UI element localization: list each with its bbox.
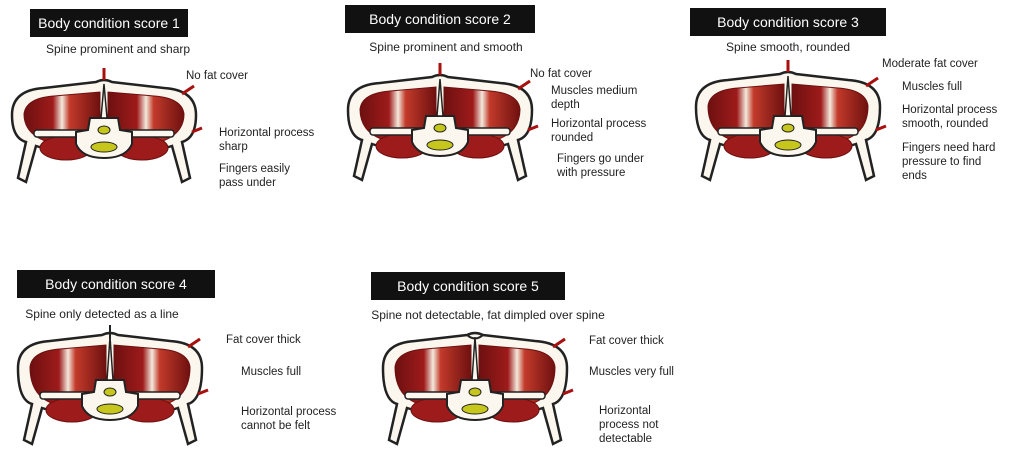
label-fat-cover: No fat cover — [186, 69, 248, 83]
panel-title: Body condition score 1 — [30, 9, 188, 37]
vertebral-body-core — [91, 142, 117, 152]
label-fat-cover: Moderate fat cover — [882, 57, 978, 71]
spinal-canal — [434, 124, 446, 132]
pointer-arrow — [518, 81, 530, 89]
spine-label: Spine only detected as a line — [25, 307, 178, 321]
cross-section-illustration — [4, 60, 204, 200]
spinal-canal — [104, 388, 116, 396]
cross-section-illustration — [375, 322, 575, 462]
vertebral-body-core — [462, 404, 488, 414]
pointer-arrow — [182, 86, 194, 94]
spinal-canal — [469, 388, 481, 396]
cross-section-illustration — [10, 322, 210, 462]
panel-title: Body condition score 5 — [371, 272, 565, 300]
label-muscles: Muscles very full — [589, 365, 674, 379]
panel-title: Body condition score 3 — [690, 8, 886, 36]
cross-section-illustration — [688, 58, 888, 198]
label-fat-cover: Fat cover thick — [589, 334, 664, 348]
pointer-arrow — [553, 339, 565, 347]
panel-title: Body condition score 2 — [345, 5, 535, 33]
spine-label: Spine not detectable, fat dimpled over s… — [371, 308, 604, 322]
spine-label: Spine smooth, rounded — [726, 40, 850, 54]
pointer-arrow — [866, 78, 878, 86]
spine-label: Spine prominent and smooth — [369, 40, 522, 54]
cross-section-illustration — [340, 58, 540, 198]
panel-title: Body condition score 4 — [17, 270, 215, 298]
pointer-arrow — [188, 339, 200, 347]
label-muscles: Muscles full — [902, 80, 962, 94]
vertebral-body-core — [97, 404, 123, 414]
vertebral-body-core — [775, 140, 801, 150]
label-fat-cover: Fat cover thick — [226, 333, 301, 347]
label-muscles: Muscles full — [241, 365, 301, 379]
vertebral-body-core — [427, 140, 453, 150]
spine-label: Spine prominent and sharp — [46, 42, 190, 56]
label-fat-cover: No fat cover — [530, 67, 592, 81]
spinal-canal — [98, 126, 110, 134]
spinal-canal — [782, 124, 794, 132]
